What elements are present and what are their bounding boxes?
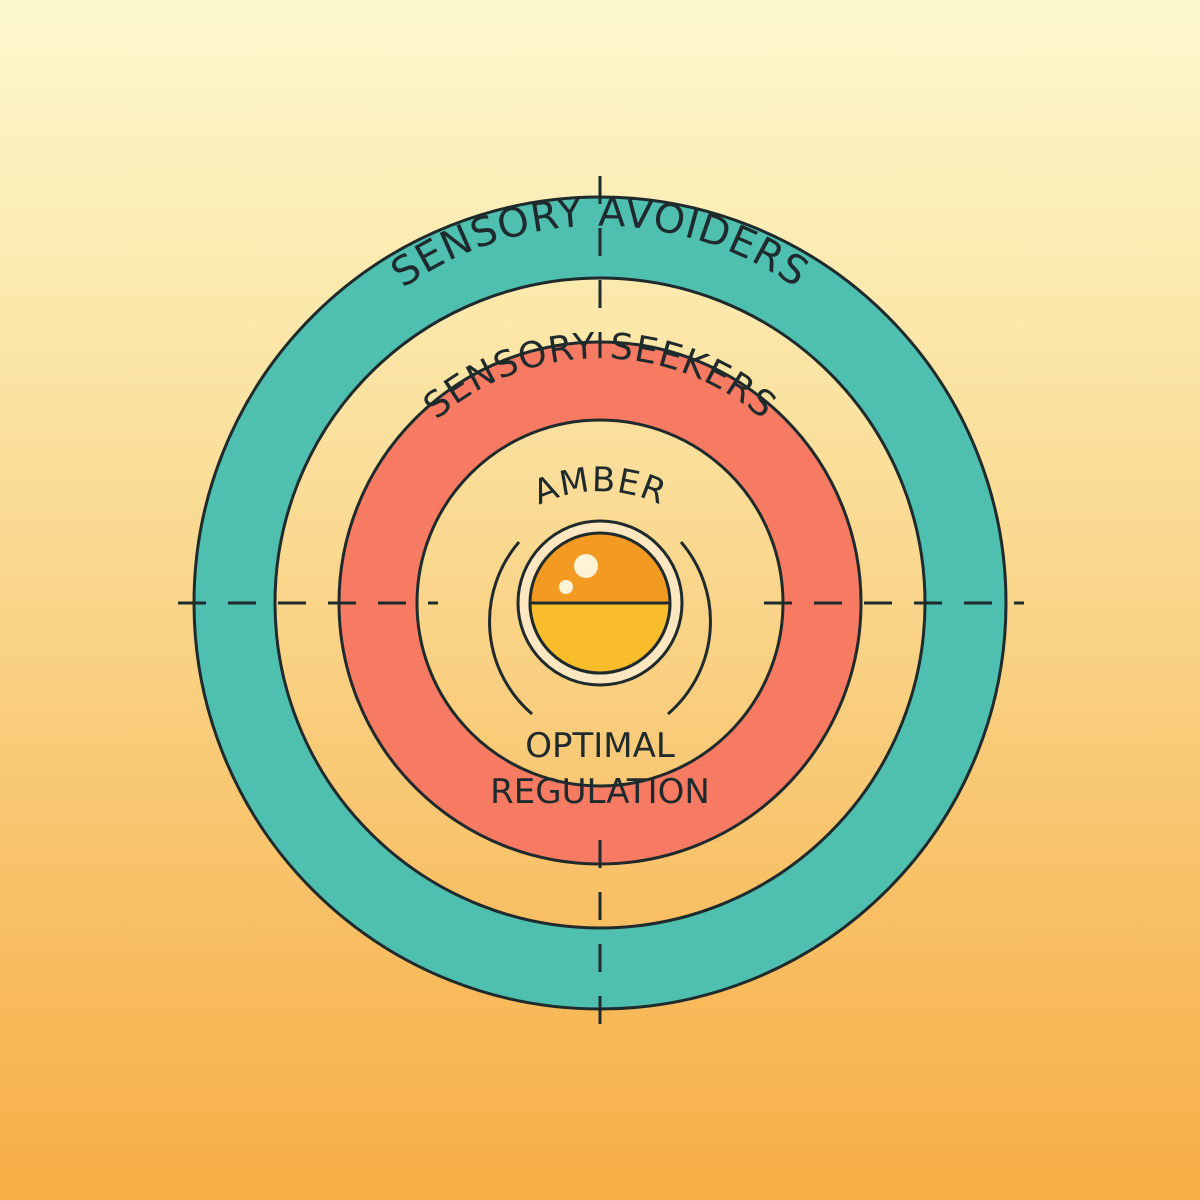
inner-arc-left: [488, 541, 533, 716]
inner-arc-right: [667, 541, 712, 716]
bottom-label-line2: REGULATION: [490, 772, 710, 812]
bottom-label-line1: OPTIMAL: [525, 726, 675, 766]
center-label: AMBER: [528, 460, 672, 513]
amber-orb-icon: [516, 519, 684, 687]
crosshair: [178, 176, 1024, 1024]
